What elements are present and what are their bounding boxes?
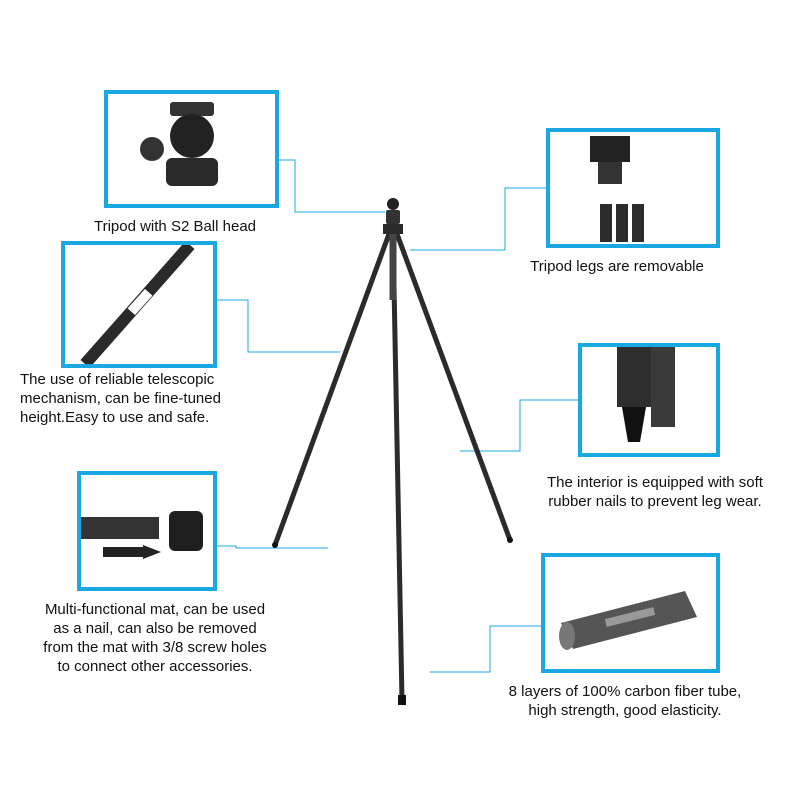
telescopic-leg-icon: [80, 245, 195, 364]
foot-mat-icon: [81, 511, 203, 559]
feature-image-rubber-nail: [578, 343, 720, 457]
removable-legs-icon: [590, 136, 644, 242]
caption-removable-legs: Tripod legs are removable: [530, 258, 704, 275]
caption-ball-head: Tripod with S2 Ball head: [93, 218, 257, 235]
feature-image-foot-mat: [77, 471, 217, 591]
feature-image-ball-head: [104, 90, 279, 208]
tripod-icon: [272, 198, 513, 705]
feature-image-removable-legs: [546, 128, 720, 248]
ball-head-icon: [140, 102, 218, 186]
rubber-nail-icon: [617, 347, 675, 442]
feature-image-carbon-tube: [541, 553, 720, 673]
feature-image-telescopic: [61, 241, 217, 368]
connector-lines: [216, 159, 578, 673]
carbon-tube-icon: [559, 591, 697, 650]
caption-carbon-tube: 8 layers of 100% carbon fiber tube,high …: [508, 683, 742, 719]
